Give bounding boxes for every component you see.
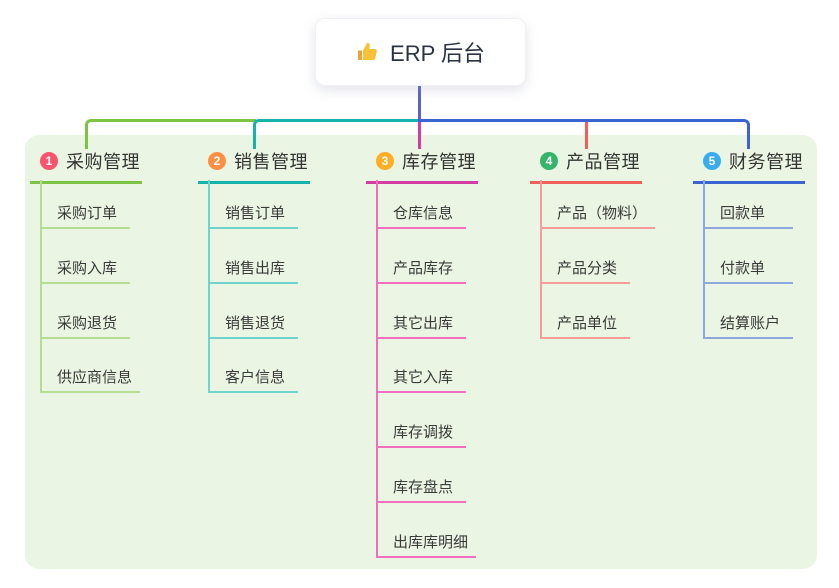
child-node[interactable]: 销售退货 xyxy=(208,311,298,339)
child-node[interactable]: 销售订单 xyxy=(208,201,298,229)
child-node[interactable]: 库存盘点 xyxy=(376,475,466,503)
branch-title: 库存管理 xyxy=(402,152,476,172)
branch-header[interactable]: 2 销售管理 xyxy=(198,148,310,184)
child-node[interactable]: 采购退货 xyxy=(40,311,130,339)
branch-header[interactable]: 3 库存管理 xyxy=(366,148,478,184)
branch-node-5[interactable]: 5 财务管理 回款单付款单结算账户 xyxy=(693,148,805,339)
child-node[interactable]: 产品单位 xyxy=(540,311,630,339)
branch-number-badge: 3 xyxy=(376,152,394,170)
branch-title: 采购管理 xyxy=(66,152,140,172)
child-node[interactable]: 产品（物料） xyxy=(540,201,656,229)
branch-number-badge: 1 xyxy=(40,152,58,170)
branch-child-connector-line xyxy=(703,180,705,339)
thumbs-up-icon xyxy=(356,40,380,64)
child-node[interactable]: 采购入库 xyxy=(40,256,130,284)
branch-child-connector-line xyxy=(376,180,378,558)
child-node[interactable]: 库存调拨 xyxy=(376,420,466,449)
branch-node-1[interactable]: 1 采购管理 采购订单采购入库采购退货供应商信息 xyxy=(30,148,142,394)
branch-title: 销售管理 xyxy=(234,152,308,172)
child-node[interactable]: 其它入库 xyxy=(376,365,466,394)
root-stem-connector xyxy=(418,84,421,121)
branch-title: 财务管理 xyxy=(729,152,803,172)
connector-branch-5 xyxy=(418,119,750,149)
branch-number-badge: 2 xyxy=(208,152,226,170)
child-node[interactable]: 出库库明细 xyxy=(376,530,477,558)
branch-child-connector-line xyxy=(208,180,210,394)
child-node[interactable]: 其它出库 xyxy=(376,311,466,339)
connector-branch-1 xyxy=(85,119,256,149)
branch-node-2[interactable]: 2 销售管理 销售订单销售出库销售退货客户信息 xyxy=(198,148,310,394)
child-node[interactable]: 产品分类 xyxy=(540,256,630,284)
branch-number-badge: 5 xyxy=(703,152,721,170)
branch-header[interactable]: 5 财务管理 xyxy=(693,148,805,184)
child-node[interactable]: 采购订单 xyxy=(40,201,130,229)
child-node[interactable]: 付款单 xyxy=(703,256,793,284)
branch-number-badge: 4 xyxy=(540,152,558,170)
root-node-label: ERP 后台 xyxy=(390,41,485,66)
child-node[interactable]: 回款单 xyxy=(703,201,793,229)
connector-branch-3 xyxy=(418,122,421,149)
root-node[interactable]: ERP 后台 xyxy=(315,18,526,86)
branch-node-3[interactable]: 3 库存管理 仓库信息产品库存其它出库其它入库库存调拨库存盘点出库库明细 xyxy=(366,148,478,558)
branch-child-connector-line xyxy=(540,180,542,339)
branch-title: 产品管理 xyxy=(566,152,640,172)
child-node[interactable]: 结算账户 xyxy=(703,311,793,339)
child-node[interactable]: 产品库存 xyxy=(376,256,466,284)
connector-branch-2 xyxy=(253,119,421,149)
branch-node-4[interactable]: 4 产品管理 产品（物料） 产品分类产品单位 xyxy=(530,148,656,339)
mindmap-background-panel xyxy=(25,135,817,569)
branch-child-connector-line xyxy=(40,180,42,394)
connector-branch-4 xyxy=(585,122,588,149)
branch-header[interactable]: 4 产品管理 xyxy=(530,148,642,184)
child-node[interactable]: 客户信息 xyxy=(208,365,298,394)
branch-header[interactable]: 1 采购管理 xyxy=(30,148,142,184)
child-node[interactable]: 仓库信息 xyxy=(376,201,466,229)
child-node[interactable]: 销售出库 xyxy=(208,256,298,284)
child-node[interactable]: 供应商信息 xyxy=(40,365,141,394)
